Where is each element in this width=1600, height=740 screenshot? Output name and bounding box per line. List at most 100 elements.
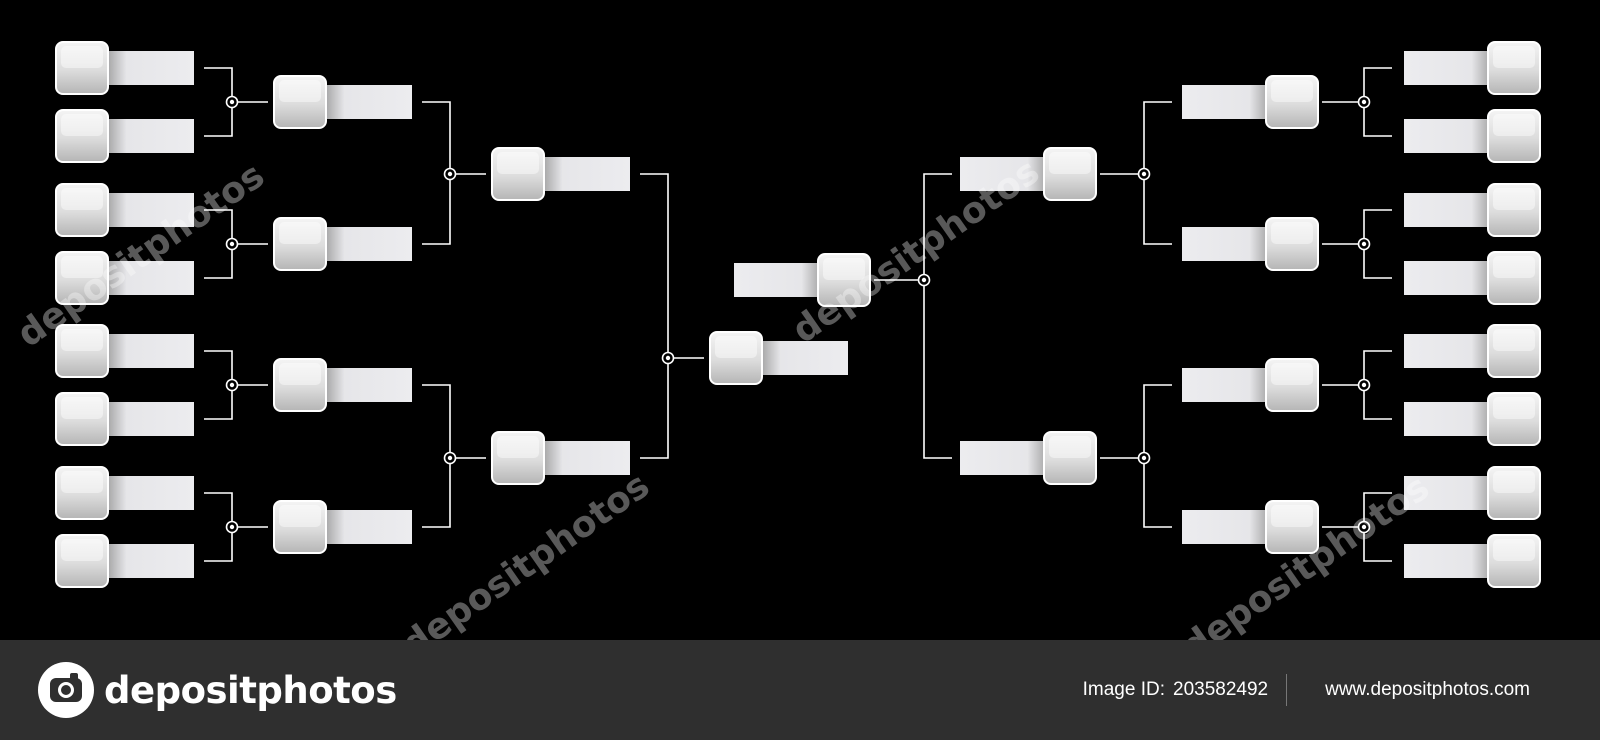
team-slot[interactable] (55, 109, 194, 163)
team-name-bar (104, 51, 194, 85)
team-slot[interactable] (273, 75, 412, 129)
badge-highlight (279, 222, 321, 244)
seed-badge (491, 147, 545, 201)
seed-badge (491, 431, 545, 485)
seed-badge (1487, 183, 1541, 237)
team-name-bar (1404, 476, 1494, 510)
team-slot[interactable] (734, 253, 871, 307)
team-slot[interactable] (1404, 41, 1541, 95)
bracket-canvas: depositphotos depositphotos depositphoto… (10, 41, 1541, 640)
team-slot[interactable] (1404, 251, 1541, 305)
depositphotos-logo[interactable]: depositphotos (38, 662, 397, 718)
junction-node (225, 378, 239, 392)
team-slot[interactable] (1182, 217, 1319, 271)
team-slot[interactable] (1404, 466, 1541, 520)
connector-line (923, 173, 952, 459)
image-id-label: Image ID: (1082, 679, 1165, 700)
seed-badge (273, 500, 327, 554)
badge-highlight (1493, 471, 1535, 493)
seed-badge (55, 392, 109, 446)
junction-node (917, 273, 931, 287)
team-slot[interactable] (55, 183, 194, 237)
badge-highlight (61, 329, 103, 351)
team-name-bar (104, 119, 194, 153)
badge-highlight (1049, 436, 1091, 458)
team-slot[interactable] (709, 331, 848, 385)
badge-highlight (61, 471, 103, 493)
team-slot[interactable] (55, 324, 194, 378)
junction-dot (1141, 171, 1147, 177)
badge-highlight (823, 258, 865, 280)
team-slot[interactable] (491, 147, 630, 201)
badge-highlight (1271, 80, 1313, 102)
seed-badge (1487, 251, 1541, 305)
team-name-bar (960, 441, 1050, 475)
camera-icon (38, 662, 94, 718)
seed-badge (1043, 431, 1097, 485)
seed-badge (55, 251, 109, 305)
badge-highlight (497, 436, 539, 458)
junction-node (1137, 451, 1151, 465)
team-slot[interactable] (55, 251, 194, 305)
badge-highlight (1493, 539, 1535, 561)
team-slot[interactable] (273, 358, 412, 412)
team-name-bar (104, 334, 194, 368)
team-slot[interactable] (55, 41, 194, 95)
team-slot[interactable] (1182, 358, 1319, 412)
team-name-bar (322, 510, 412, 544)
badge-highlight (61, 188, 103, 210)
website-link[interactable]: www.depositphotos.com (1325, 679, 1530, 700)
team-slot[interactable] (273, 217, 412, 271)
team-slot[interactable] (1182, 500, 1319, 554)
seed-badge (273, 75, 327, 129)
junction-node (1357, 378, 1371, 392)
team-slot[interactable] (1404, 324, 1541, 378)
team-slot[interactable] (273, 500, 412, 554)
seed-badge (55, 41, 109, 95)
junction-node (225, 520, 239, 534)
badge-highlight (497, 152, 539, 174)
team-name-bar (734, 263, 824, 297)
image-id-value: 203582492 (1173, 679, 1269, 700)
team-slot[interactable] (1404, 109, 1541, 163)
team-slot[interactable] (1404, 183, 1541, 237)
team-slot[interactable] (1404, 392, 1541, 446)
team-slot[interactable] (491, 431, 630, 485)
badge-highlight (1493, 329, 1535, 351)
team-slot[interactable] (960, 147, 1097, 201)
team-slot[interactable] (55, 466, 194, 520)
team-name-bar (1182, 85, 1272, 119)
badge-highlight (715, 336, 757, 358)
junction-dot (921, 277, 927, 283)
seed-badge (1487, 109, 1541, 163)
junction-node (225, 237, 239, 251)
junction-dot (447, 455, 453, 461)
team-name-bar (960, 157, 1050, 191)
badge-highlight (1271, 222, 1313, 244)
team-name-bar (1404, 544, 1494, 578)
badge-highlight (61, 539, 103, 561)
team-name-bar (1404, 119, 1494, 153)
seed-badge (1265, 500, 1319, 554)
connector-line (640, 173, 669, 459)
junction-dot (1141, 455, 1147, 461)
junction-dot (1361, 241, 1367, 247)
team-slot[interactable] (55, 392, 194, 446)
team-name-bar (1404, 51, 1494, 85)
junction-node (443, 167, 457, 181)
team-name-bar (1182, 227, 1272, 261)
seed-badge (709, 331, 763, 385)
badge-highlight (61, 256, 103, 278)
team-name-bar (1404, 334, 1494, 368)
seed-badge (273, 358, 327, 412)
badge-highlight (1271, 363, 1313, 385)
team-name-bar (540, 157, 630, 191)
junction-dot (1361, 524, 1367, 530)
team-name-bar (1182, 368, 1272, 402)
team-slot[interactable] (1404, 534, 1541, 588)
team-slot[interactable] (1182, 75, 1319, 129)
badge-highlight (1493, 188, 1535, 210)
team-slot[interactable] (960, 431, 1097, 485)
badge-highlight (279, 363, 321, 385)
team-slot[interactable] (55, 534, 194, 588)
